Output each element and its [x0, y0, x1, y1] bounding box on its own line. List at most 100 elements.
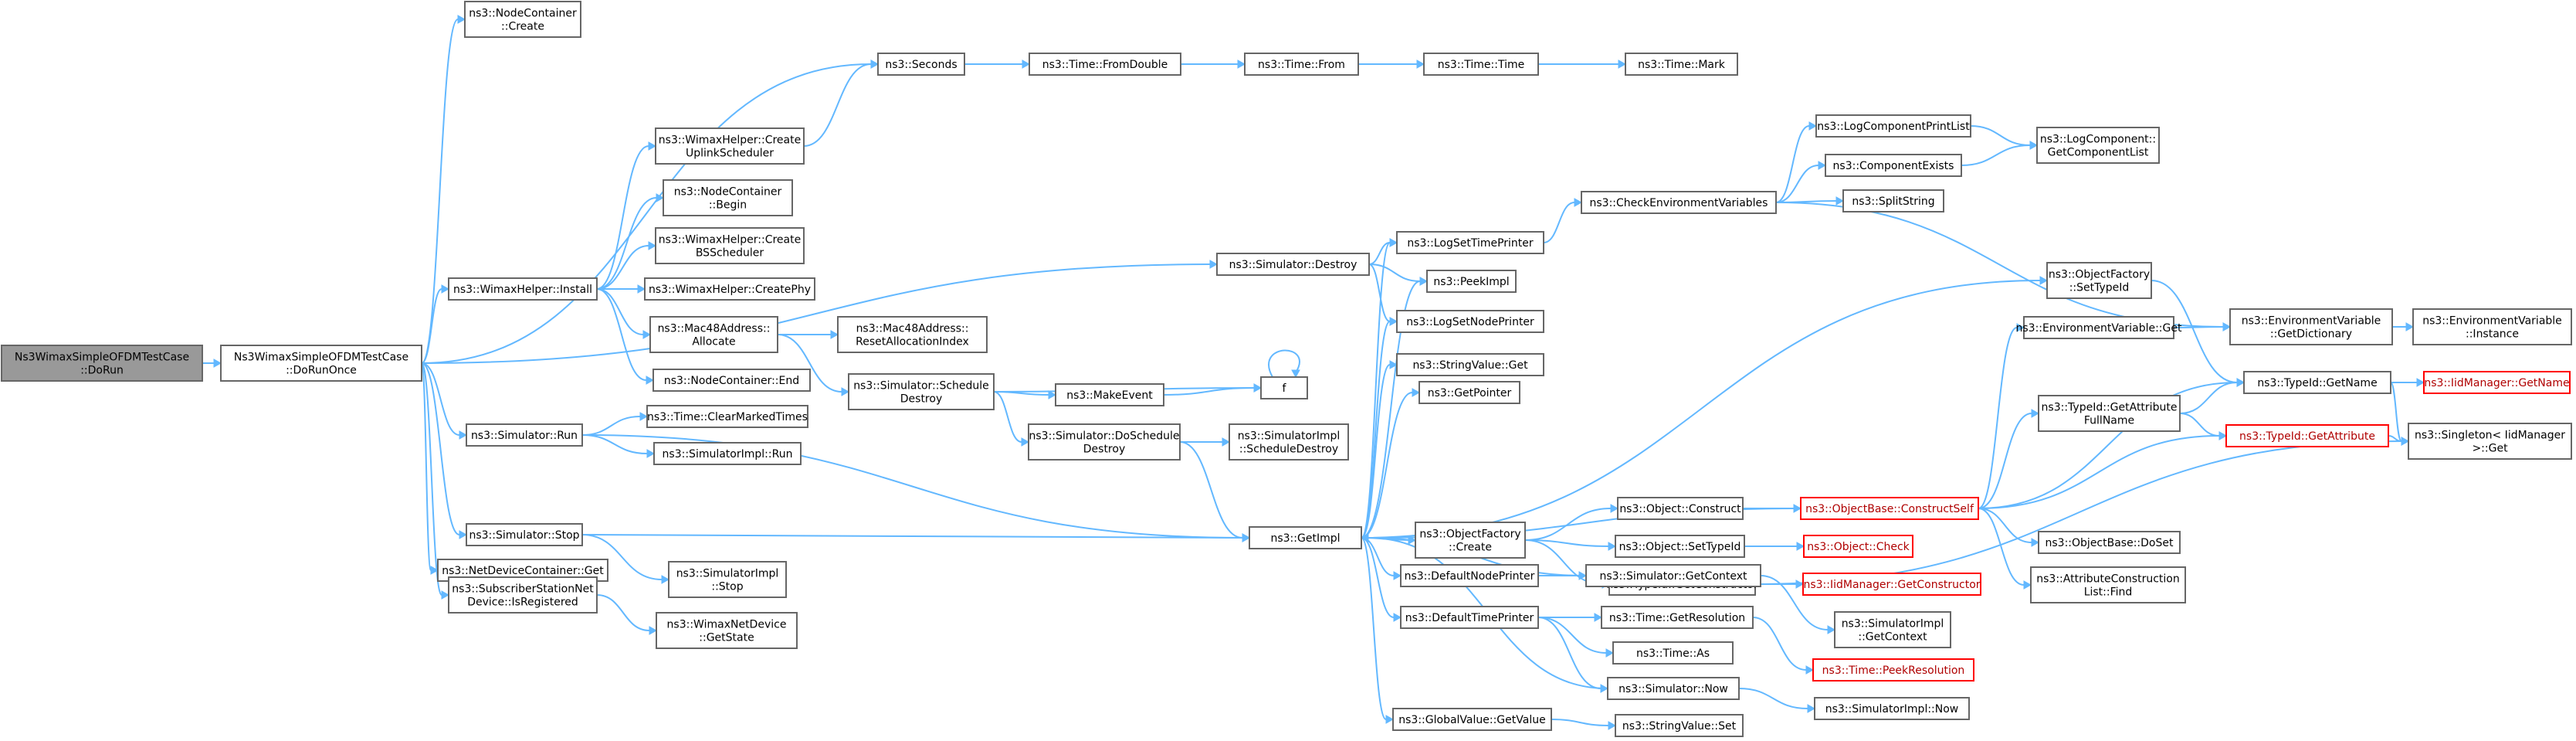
node-mac-alloc[interactable]: ns3::Mac48Address::Allocate [649, 316, 778, 353]
node-sim-getctx[interactable]: ns3::Simulator::GetContext [1585, 564, 1761, 587]
node-ob-doset[interactable]: ns3::ObjectBase::DoSet [2038, 531, 2181, 554]
node-env-get[interactable]: ns3::EnvironmentVariable::Get [2016, 316, 2182, 339]
node-time-peekres[interactable]: ns3::Time::PeekResolution [1812, 658, 1974, 682]
arrowhead [2405, 322, 2415, 331]
edge-getimpl-to-getpointer [1361, 392, 1413, 539]
node-sim-destroy[interactable]: ns3::Simulator::Destroy [1216, 253, 1370, 276]
node-label: ns3::Simulator::Run [471, 430, 578, 442]
arrowhead [1209, 260, 1219, 269]
edge-dorunonce-to-wh_install [421, 288, 442, 364]
node-make-event[interactable]: ns3::MakeEvent [1055, 383, 1164, 406]
node-env-inst[interactable]: ns3::EnvironmentVariable::Instance [2412, 308, 2572, 345]
node-simimpl-sched-destroy[interactable]: ns3::SimulatorImpl::ScheduleDestroy [1229, 423, 1349, 461]
node-f[interactable]: f [1260, 376, 1308, 399]
node-iid-getctor[interactable]: ns3::IidManager::GetConstructor [1802, 573, 1981, 596]
node-obj-construct[interactable]: ns3::Object::Construct [1617, 497, 1744, 520]
node-time-getres[interactable]: ns3::Time::GetResolution [1601, 606, 1754, 629]
node-getpointer[interactable]: ns3::GetPointer [1418, 381, 1520, 404]
arrowhead [459, 430, 468, 440]
node-obj-settypeid[interactable]: ns3::Object::SetTypeId [1615, 535, 1745, 558]
arrowhead [646, 376, 655, 385]
node-sim-run[interactable]: ns3::Simulator::Run [466, 423, 583, 447]
edge-getimpl-to-strval_get [1361, 364, 1391, 539]
node-box [1842, 189, 1944, 212]
node-wh-install[interactable]: ns3::WimaxHelper::Install [448, 277, 598, 301]
edge-getimpl-to-log_node [1361, 321, 1391, 539]
node-label: ns3::Simulator::Stop [469, 529, 579, 542]
node-label: ns3::SimulatorImpl::Now [1825, 703, 1959, 716]
node-sim-now[interactable]: ns3::Simulator::Now [1607, 677, 1740, 700]
node-sim-stop[interactable]: ns3::Simulator::Stop [466, 523, 583, 546]
node-box [1825, 154, 1962, 177]
node-dorunonce[interactable]: Ns3WimaxSimpleOFDMTestCase::DoRunOnce [220, 345, 422, 382]
arrowhead [1605, 648, 1615, 658]
node-label: ::ScheduleDestroy [1239, 444, 1338, 456]
node-time[interactable]: ns3::Time::Time [1423, 53, 1539, 76]
node-strval-get[interactable]: ns3::StringValue::Get [1396, 353, 1544, 376]
edge-getimpl-to-def_time [1361, 537, 1395, 618]
node-ss-reg[interactable]: ns3::SubscriberStationNetDevice::IsRegis… [448, 576, 598, 614]
edge-check_env-to-lc_printlist [1775, 125, 1810, 203]
node-simimpl-now[interactable]: ns3::SimulatorImpl::Now [1814, 697, 1970, 720]
node-ob-construct-self[interactable]: ns3::ObjectBase::ConstructSelf [1800, 497, 1979, 520]
node-clear-marked[interactable]: ns3::Time::ClearMarkedTimes [646, 405, 808, 428]
node-from[interactable]: ns3::Time::From [1244, 53, 1359, 76]
node-of-create[interactable]: ns3::ObjectFactory::Create [1415, 522, 1526, 559]
node-time-as[interactable]: ns3::Time::As [1612, 641, 1734, 665]
node-obj-check[interactable]: ns3::Object::Check [1803, 535, 1913, 558]
node-box [1229, 423, 1349, 461]
node-box [655, 227, 805, 264]
node-simimpl-run[interactable]: ns3::SimulatorImpl::Run [653, 442, 802, 465]
node-box [652, 369, 811, 392]
edge-of_create-to-obj_construct [1524, 508, 1612, 541]
node-root[interactable]: Ns3WimaxSimpleOFDMTestCase::DoRun [1, 345, 203, 382]
node-mac-reset[interactable]: ns3::Mac48Address::ResetAllocationIndex [837, 316, 988, 353]
arrowhead [1412, 388, 1421, 397]
node-mark[interactable]: ns3::Time::Mark [1625, 53, 1738, 76]
node-box [2023, 316, 2174, 339]
node-wnd-state[interactable]: ns3::WimaxNetDevice::GetState [656, 612, 798, 649]
node-fromdouble[interactable]: ns3::Time::FromDouble [1029, 53, 1181, 76]
node-strval-set[interactable]: ns3::StringValue::Set [1615, 714, 1744, 737]
node-seconds[interactable]: ns3::Seconds [877, 53, 965, 76]
node-nc-create[interactable]: ns3::NodeContainer::Create [464, 1, 581, 38]
node-typeid-getname[interactable]: ns3::TypeId::GetName [2243, 371, 2391, 394]
node-check-env[interactable]: ns3::CheckEnvironmentVariables [1581, 191, 1777, 214]
node-singleton-get[interactable]: ns3::Singleton< IidManager>::Get [2408, 423, 2572, 460]
node-of-settypeid[interactable]: ns3::ObjectFactory::SetTypeId [2046, 262, 2152, 299]
node-def-time[interactable]: ns3::DefaultTimePrinter [1400, 606, 1539, 629]
node-iid-getname[interactable]: ns3::IidManager::GetName [2423, 371, 2571, 394]
node-label: ns3::WimaxHelper::Install [453, 284, 592, 296]
arrowhead [637, 284, 646, 294]
node-comp-exists[interactable]: ns3::ComponentExists [1825, 154, 1962, 177]
node-peekimpl[interactable]: ns3::PeekImpl [1426, 270, 1517, 293]
node-log-node[interactable]: ns3::LogSetNodePrinter [1396, 310, 1544, 333]
node-lc-printlist[interactable]: ns3::LogComponentPrintList [1815, 114, 1971, 138]
node-label: ns3::NetDeviceContainer::Get [442, 565, 604, 577]
node-simimpl-stop[interactable]: ns3::SimulatorImpl::Stop [668, 561, 787, 598]
node-box [655, 127, 805, 165]
node-gv-get[interactable]: ns3::GlobalValue::GetValue [1392, 708, 1552, 731]
node-lc-getlist[interactable]: ns3::LogComponent::GetComponentList [2036, 127, 2160, 164]
node-box [2412, 308, 2572, 345]
edge-env_get-to-env_dict [2173, 326, 2224, 328]
node-log-time[interactable]: ns3::LogSetTimePrinter [1396, 231, 1544, 254]
node-nc-begin[interactable]: ns3::NodeContainer::Begin [663, 179, 793, 216]
node-box [2038, 531, 2181, 554]
node-wh-phy[interactable]: ns3::WimaxHelper::CreatePhy [644, 277, 815, 301]
arrowhead [661, 575, 670, 584]
node-typeid-getattr[interactable]: ns3::TypeId::GetAttribute [2225, 424, 2389, 447]
node-sched-destroy[interactable]: ns3::Simulator::ScheduleDestroy [848, 373, 995, 410]
node-split-string[interactable]: ns3::SplitString [1842, 189, 1944, 212]
arrowhead [1827, 625, 1836, 634]
node-def-node[interactable]: ns3::DefaultNodePrinter [1400, 564, 1539, 587]
node-simimpl-getctx[interactable]: ns3::SimulatorImpl::GetContext [1834, 611, 1951, 648]
node-getimpl[interactable]: ns3::GetImpl [1249, 526, 1362, 549]
node-env-dict[interactable]: ns3::EnvironmentVariable::GetDictionary [2229, 308, 2393, 345]
node-nc-end[interactable]: ns3::NodeContainer::End [652, 369, 811, 392]
